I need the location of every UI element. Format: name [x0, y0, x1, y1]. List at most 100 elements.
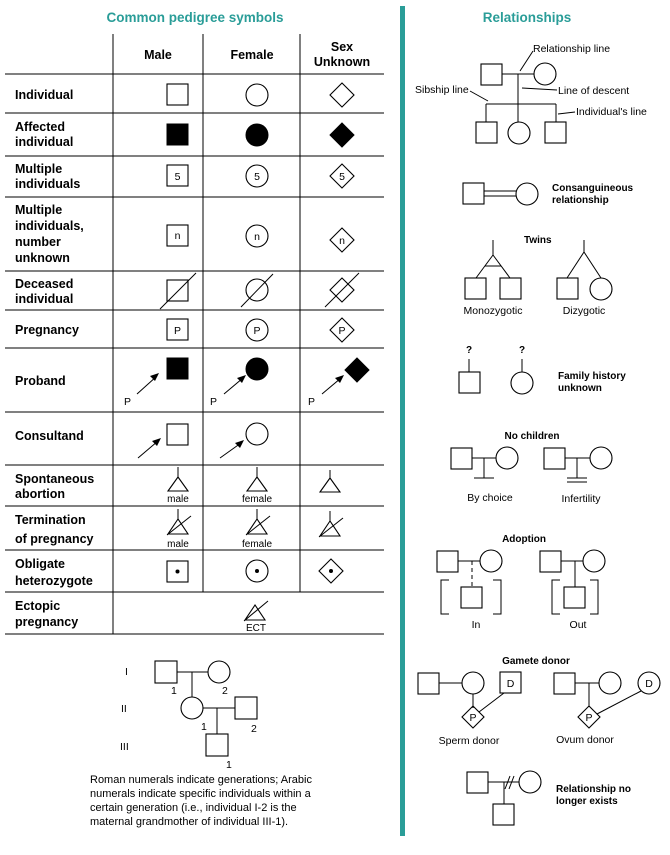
row-label: Proband — [15, 374, 66, 388]
multiple-unknown-sex-symbol — [329, 227, 355, 253]
row-label: Individual — [15, 88, 73, 102]
carrier-dot — [255, 569, 259, 573]
multiple-count: 5 — [175, 171, 181, 183]
callout-sibship-line: Sibship line — [415, 84, 469, 96]
carrier-female-symbol — [245, 559, 269, 583]
number-unknown-mark: n — [254, 231, 260, 243]
ectopic-caption: ECT — [246, 623, 266, 634]
deceased-unknown-symbol — [329, 277, 355, 303]
pregnancy-unknown-symbol — [329, 317, 355, 343]
multiple-count: 5 — [339, 171, 345, 183]
row-label: Spontaneous abortion — [15, 472, 98, 501]
column-header-male: Male — [144, 48, 172, 62]
symbol-table-grid — [5, 34, 384, 635]
individual-number: 1 — [201, 721, 207, 733]
individual-number: 2 — [222, 685, 228, 697]
adoption-out-label: Out — [570, 619, 587, 631]
row-label: Affected individual — [15, 120, 73, 149]
no-children-title: No children — [504, 431, 559, 442]
family-history-mark: ? — [519, 345, 525, 356]
deceased-slash — [159, 272, 197, 310]
row-label: Termination of pregnancy — [15, 513, 94, 546]
callout-individuals-line: Individual's line — [576, 106, 647, 118]
proband-mark: P — [210, 396, 217, 408]
gamete-donor-title: Gamete donor — [502, 656, 570, 667]
abortion-unknown-symbol — [318, 477, 342, 493]
family-relationship-example: Relationship line Sibship line Line of d… — [415, 43, 647, 145]
deceased-male-symbol — [166, 279, 189, 302]
column-header-female: Female — [230, 48, 273, 62]
by-choice-label: By choice — [467, 492, 513, 504]
arrow-head-icon — [150, 373, 159, 381]
termination-slash — [318, 517, 344, 538]
callout-line — [469, 90, 489, 102]
abortion-female-symbol — [245, 476, 269, 492]
right-title: Relationships — [483, 10, 572, 25]
male-symbol — [166, 83, 189, 106]
affected-male-symbol — [166, 123, 189, 146]
individual-II-1 — [180, 696, 204, 720]
individual-number: 2 — [251, 723, 257, 735]
row-labels: Individual Affected individual Multiple … — [15, 88, 98, 629]
termination-caption: female — [242, 539, 272, 550]
individual-III-1 — [205, 733, 229, 757]
multiple-unknown-symbol — [329, 163, 355, 189]
left-title: Common pedigree symbols — [106, 10, 283, 25]
family-history-mark: ? — [466, 345, 472, 356]
donor-mark: D — [507, 678, 515, 690]
carrier-dot — [175, 569, 180, 574]
twins-title: Twins — [524, 235, 552, 246]
termination-slash — [166, 515, 192, 536]
callout-line — [521, 87, 558, 91]
proband-unknown-symbol — [344, 357, 370, 383]
multiple-count: 5 — [254, 171, 260, 183]
termination-male-symbol — [166, 518, 190, 535]
pregnancy-mark: P — [174, 325, 181, 337]
callout-line — [519, 50, 534, 72]
proband-male-symbol — [166, 357, 189, 380]
proband-mark: P — [124, 396, 131, 408]
infertility-label: Infertility — [561, 493, 601, 505]
sperm-donor-label: Sperm donor — [439, 735, 500, 747]
individual-number: 1 — [171, 685, 177, 697]
arrow-head-icon — [335, 375, 344, 383]
pregnancy-male-symbol — [166, 318, 189, 341]
ovum-donor-example: D P — [553, 671, 661, 729]
number-unknown-mark: n — [339, 235, 345, 247]
deceased-slash — [324, 272, 360, 308]
multiple-female-symbol — [245, 164, 269, 188]
row-label: Obligate heterozygote — [15, 557, 93, 588]
generation-example: I II III 1 2 1 2 1 — [120, 660, 258, 771]
twins-example — [464, 240, 613, 301]
abortion-caption: male — [167, 494, 189, 505]
arrow-head-icon — [237, 375, 246, 383]
adoption-title: Adoption — [502, 534, 546, 545]
multiple-unknown-female-symbol — [245, 224, 269, 248]
carrier-male-symbol — [166, 560, 189, 583]
no-children-example — [450, 446, 613, 483]
consultand-female-symbol — [245, 422, 269, 446]
generation-numeral: I — [125, 666, 128, 678]
section-divider — [400, 6, 405, 836]
individual-number: 1 — [226, 759, 232, 771]
monozygotic-label: Monozygotic — [464, 305, 523, 317]
unknown-sex-symbol — [329, 82, 355, 108]
donor-mark: D — [645, 678, 653, 690]
affected-unknown-symbol — [329, 122, 355, 148]
termination-caption: male — [167, 539, 189, 550]
donor-mark: P — [585, 712, 592, 724]
callout-line — [557, 111, 576, 115]
carrier-unknown-symbol — [318, 558, 344, 584]
generation-note: Roman numerals indicate generations; Ara… — [90, 774, 315, 828]
proband-mark: P — [308, 396, 315, 408]
row-label: Pregnancy — [15, 323, 79, 337]
deceased-female-symbol — [245, 278, 269, 302]
adoption-in-label: In — [472, 619, 481, 631]
number-unknown-mark: n — [175, 230, 181, 242]
termination-unknown-symbol — [318, 520, 342, 537]
dizygotic-label: Dizygotic — [563, 305, 606, 317]
individual-I-1 — [154, 660, 178, 684]
termination-slash — [245, 515, 271, 536]
